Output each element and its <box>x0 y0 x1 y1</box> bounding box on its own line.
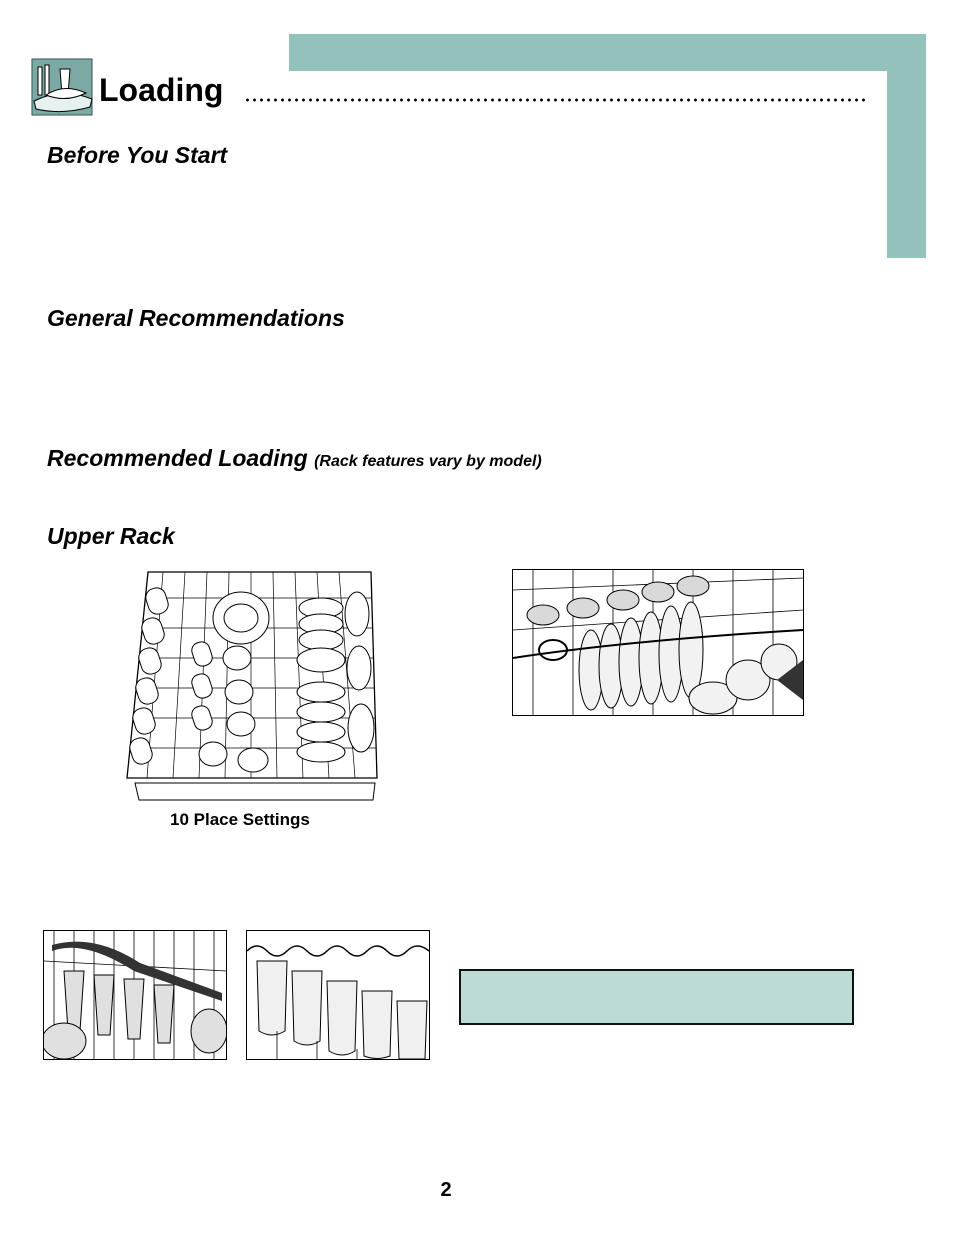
upper-rack-illustration <box>123 568 378 803</box>
side-tab-bar <box>887 34 926 258</box>
upper-rack-closeup-illustration <box>512 569 804 716</box>
heading-general-recommendations: General Recommendations <box>47 305 345 331</box>
note-box <box>459 969 854 1025</box>
rack-features-note: (Rack features vary by model) <box>314 453 542 470</box>
heading-recommended-loading: Recommended Loading (Rack features vary … <box>47 444 542 476</box>
title-dotted-leader <box>244 97 866 103</box>
glasses-rack-illustration <box>43 930 227 1060</box>
header-accent-bar <box>289 34 926 71</box>
figure-caption: 10 Place Settings <box>170 810 310 829</box>
page-title: Loading <box>99 72 224 108</box>
heading-recommended-loading-text: Recommended Loading <box>47 445 308 471</box>
cups-rack-illustration <box>246 930 430 1060</box>
heading-before-you-start: Before You Start <box>47 142 228 168</box>
page-number: 2 <box>440 1179 452 1201</box>
dishes-icon <box>30 57 94 117</box>
heading-upper-rack: Upper Rack <box>47 523 175 549</box>
